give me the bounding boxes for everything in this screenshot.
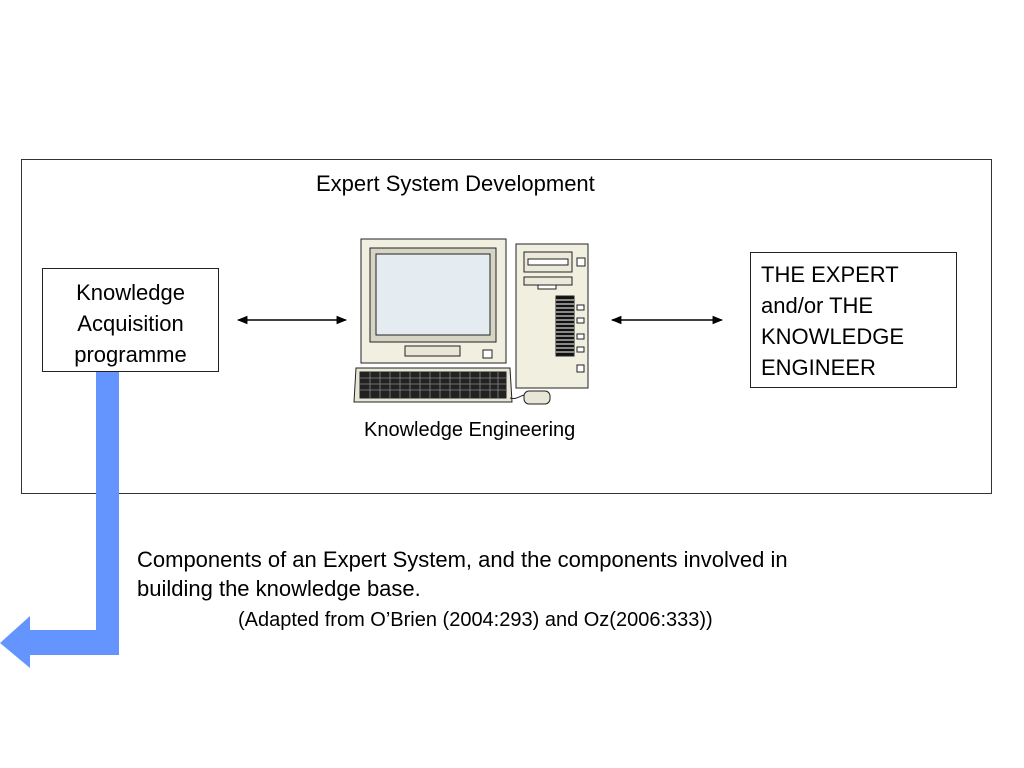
left-box-line-3: programme bbox=[74, 342, 187, 367]
diagram-title: Expert System Development bbox=[316, 171, 595, 196]
right-box-line-2: and/or THE bbox=[761, 293, 874, 318]
computer-icon bbox=[353, 238, 589, 405]
caption-line-2: building the knowledge base. bbox=[137, 576, 421, 601]
caption-source: (Adapted from O’Brien (2004:293) and Oz(… bbox=[238, 609, 713, 631]
right-box-line-4: ENGINEER bbox=[761, 355, 876, 380]
left-box-line-1: Knowledge bbox=[76, 280, 185, 305]
knowledge-engineering-label: Knowledge Engineering bbox=[364, 419, 576, 441]
return-arrow-icon bbox=[0, 372, 119, 668]
caption-line-1: Components of an Expert System, and the … bbox=[137, 547, 788, 572]
expert-engineer-box: THE EXPERT and/or THE KNOWLEDGE ENGINEER bbox=[750, 252, 957, 388]
figure-caption: Components of an Expert System, and the … bbox=[137, 545, 788, 603]
left-box-line-2: Acquisition bbox=[77, 311, 184, 336]
knowledge-acquisition-box: Knowledge Acquisition programme bbox=[42, 268, 219, 372]
right-box-line-1: THE EXPERT bbox=[761, 262, 899, 287]
diagram-frame bbox=[21, 159, 992, 494]
right-box-line-3: KNOWLEDGE bbox=[761, 324, 905, 349]
